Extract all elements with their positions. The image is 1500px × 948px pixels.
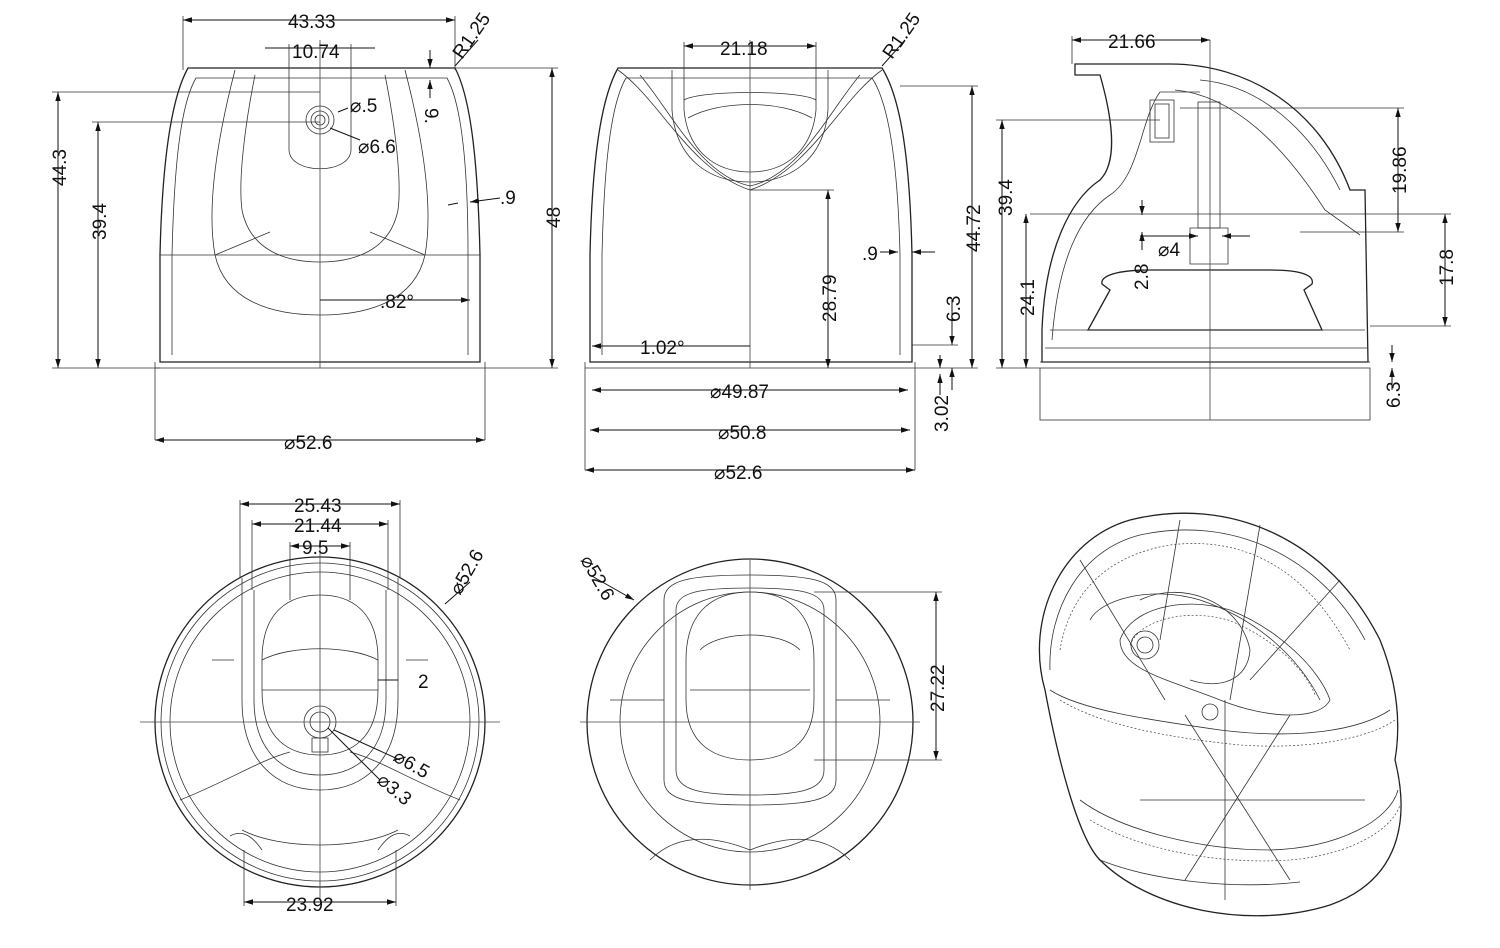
front-dim-width: 43.33 [288, 12, 336, 33]
section-dim-lip: 6.3 [1384, 382, 1405, 408]
front-dim-radius: R1.25 [449, 9, 495, 63]
front-dim-slot: 10.74 [292, 42, 340, 63]
side-dim-lip: 6.3 [944, 296, 965, 322]
bottom-dim-rib: 2 [418, 672, 429, 693]
side-dim-radius: R1.25 [879, 9, 925, 63]
front-dim-hole-height: 39.4 [90, 203, 111, 240]
side-dim-inner-height: 44.72 [964, 204, 985, 252]
side-dim-step: 3.02 [932, 395, 953, 432]
top-dim-cup-depth: 27.22 [928, 664, 949, 712]
section-diaphragm [1086, 269, 1324, 331]
front-dim-draft: .82° [380, 292, 414, 313]
section-outline [1041, 63, 1369, 363]
section-dim-height: 39.4 [996, 179, 1017, 216]
front-dim-height: 44.3 [50, 149, 71, 186]
front-dim-wall: 9. [420, 108, 441, 124]
section-dim-top: 21.66 [1108, 32, 1156, 53]
side-dim-inner-dia: ⌀49.87 [710, 382, 769, 403]
top-cup-oval [685, 591, 815, 761]
top-dim-diameter: ⌀52.6 [576, 552, 618, 604]
top-view: ⌀52.6 27.22 [576, 552, 949, 890]
bottom-dim-diameter: ⌀52.6 [446, 546, 488, 598]
iso-cup-ellipse [1119, 603, 1331, 716]
section-dim-rod: 19.86 [1390, 146, 1411, 194]
bottom-dim-inner-frame: 21.44 [294, 516, 342, 537]
section-dim-lower: 24.1 [1018, 279, 1039, 316]
bottom-dim-slot: 9.5 [302, 538, 328, 559]
iso-outer-shell [1038, 512, 1402, 917]
bottom-dim-base: 23.92 [286, 895, 334, 916]
side-dim-cup-width: 21.18 [720, 39, 768, 60]
front-dim-diameter: ⌀52.6 [284, 433, 332, 454]
side-dim-outer-dia: ⌀52.6 [714, 463, 762, 484]
bottom-dim-hole-inner: ⌀3.3 [373, 770, 416, 810]
section-dim-rod-dia: ⌀4 [1158, 240, 1180, 261]
front-inner-wall [171, 77, 469, 355]
side-dim-mid-dia: ⌀50.8 [718, 423, 766, 444]
front-dim-side-wall: .9 [500, 188, 516, 209]
side-dim-cup-height: 28.79 [820, 274, 841, 322]
section-dim-cavity: 17.8 [1437, 249, 1458, 286]
front-view: 43.33 10.74 R1.25 9. ⌀.5 ⌀6.6 44.3 39.4 … [50, 9, 565, 454]
section-dim-gap: 2.8 [1132, 264, 1153, 290]
side-dim-draft: 1.02° [640, 338, 685, 359]
bottom-dim-outer-frame: 25.43 [294, 496, 342, 517]
side-view: 21.18 R1.25 28.79 .9 44.72 6.3 1.02° ⌀49… [584, 9, 985, 484]
side-outline [589, 67, 913, 363]
section-view: 21.66 39.4 19.86 ⌀4 2.8 17.8 24.1 6.3 [996, 32, 1458, 421]
bottom-view: 25.43 21.44 9.5 ⌀52.6 2 ⌀6.5 ⌀3.3 23.92 [140, 496, 500, 916]
isometric-view [1038, 512, 1402, 917]
front-dim-hole-large: ⌀6.6 [358, 137, 396, 158]
front-dim-total-height: 48 [544, 207, 565, 228]
front-dim-hole-small: ⌀.5 [350, 96, 377, 117]
side-dim-wall: .9 [862, 244, 878, 265]
